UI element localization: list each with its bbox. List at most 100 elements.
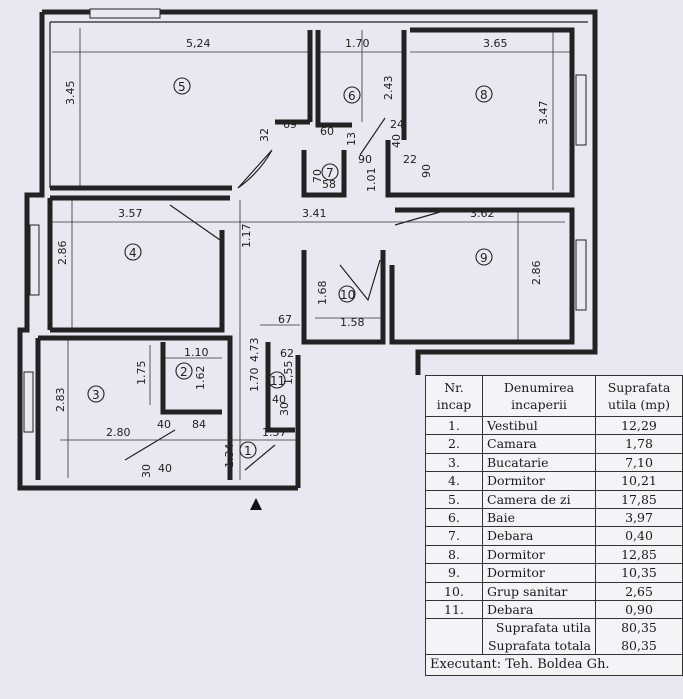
room-number: 4 (129, 246, 137, 260)
dim-label: 3.62 (470, 207, 495, 220)
room-number: 2 (180, 365, 188, 379)
outer-walls (17, 8, 598, 491)
legend-area: 1,78 (595, 434, 683, 454)
legend-nr: 7. (425, 526, 483, 546)
legend-name: Bucatarie (482, 452, 596, 473)
dim-label: 40 (390, 134, 403, 148)
legend-area: 17,85 (595, 489, 683, 510)
room-number: 9 (480, 251, 488, 265)
legend-nr: 6. (425, 508, 483, 528)
dim-label: 3.41 (302, 207, 327, 220)
room-number: 5 (178, 80, 186, 94)
legend-nr: 2. (425, 434, 483, 454)
dim-label: 1.10 (184, 346, 209, 359)
dim-label: 60 (320, 125, 334, 138)
dim-label: 40 (158, 462, 172, 475)
room-number: 6 (348, 89, 356, 103)
dim-label: 3.45 (64, 81, 77, 106)
legend-area: 12,29 (595, 415, 683, 436)
dimension-labels: 5,24 3.45 1.70 2.43 3.65 3.47 32 69 60 1… (54, 37, 550, 478)
dim-label: 1.01 (365, 168, 378, 193)
dim-label: 13 (345, 132, 358, 146)
legend-area: 10,21 (595, 471, 683, 491)
dim-label: 70 (311, 169, 324, 183)
legend-name: Vestibul (482, 415, 596, 436)
executant-row: Executant: Teh. Boldea Gh. (425, 654, 683, 677)
dim-label: 1.58 (340, 316, 365, 329)
legend-area: 0,40 (595, 526, 683, 546)
legend-name: Dormitor (482, 544, 596, 565)
dim-label: 3.47 (537, 101, 550, 126)
total-area-value: 80,35 (595, 636, 683, 655)
room-number: 7 (326, 166, 334, 180)
legend-nr: 4. (425, 471, 483, 491)
dim-label: 67 (278, 313, 292, 326)
entrance-arrow-icon (250, 498, 262, 510)
dim-label: 32 (258, 128, 271, 142)
legend-nr: 10. (425, 581, 483, 602)
dim-label: 40 (157, 418, 171, 431)
dimension-lines (52, 28, 570, 480)
dim-label: 40 (272, 393, 286, 406)
dim-label: 1.17 (240, 224, 253, 249)
dim-label: 3.57 (118, 207, 143, 220)
dim-label: 1.68 (316, 281, 329, 306)
dim-label: 2.86 (56, 241, 69, 266)
room-number: 1 (244, 444, 252, 458)
dim-label: 84 (192, 418, 206, 431)
legend-area: 3,97 (595, 508, 683, 528)
dim-label: 1.62 (194, 366, 207, 391)
legend-name: Debara (482, 526, 596, 546)
executant-label: Executant: Teh. Boldea Gh. (425, 654, 683, 677)
legend-area: 12,85 (595, 544, 683, 565)
dim-label: 5,24 (186, 37, 211, 50)
room-number: 10 (340, 288, 355, 302)
dim-label: 62 (280, 347, 294, 360)
legend-name: Camera de zi (482, 489, 596, 510)
dim-label: 1.57 (262, 426, 287, 439)
legend-nr: 9. (425, 563, 483, 583)
legend-nr: 8. (425, 544, 483, 565)
dim-label: 1.70 (345, 37, 370, 50)
legend-name: Grup sanitar (482, 581, 596, 602)
legend-area: 10,35 (595, 563, 683, 583)
dim-label: 22 (403, 153, 417, 166)
useful-area-value: 80,35 (595, 618, 683, 637)
room-number: 8 (480, 88, 488, 102)
legend-nr: 11. (425, 600, 483, 620)
legend-name: Dormitor (482, 563, 596, 583)
dim-label: 3.65 (483, 37, 508, 50)
legend-area: 2,65 (595, 581, 683, 602)
dim-label: 2.83 (54, 388, 67, 413)
room-numbers: 5 6 7 8 4 9 10 2 11 3 1 (87, 77, 493, 459)
dim-label: 2.43 (382, 76, 395, 101)
dim-label: 24 (390, 118, 404, 131)
header-nr: Nr.incap (425, 375, 483, 417)
total-area-row: Suprafata totala 80,35 (425, 636, 683, 655)
useful-area-row: Suprafata utila 80,35 (425, 618, 683, 637)
dim-label: 1.70 (248, 368, 261, 393)
legend-area: 7,10 (595, 452, 683, 473)
dim-label: 30 (278, 402, 291, 416)
total-area-label: Suprafata totala (482, 636, 596, 655)
dim-label: 30 (140, 464, 153, 478)
legend-area: 0,90 (595, 600, 683, 620)
room-number: 3 (92, 388, 100, 402)
interior-walls (35, 27, 575, 480)
legend-nr: 5. (425, 489, 483, 510)
